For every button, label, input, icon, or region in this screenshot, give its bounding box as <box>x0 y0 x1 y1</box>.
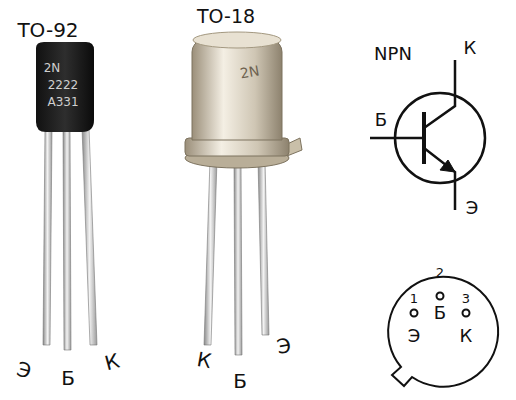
pin-label: Б <box>233 371 247 391</box>
type-label: NPN <box>374 45 412 63</box>
pin-label: Э <box>275 335 292 357</box>
pin-label: К <box>460 327 473 345</box>
pin-label: К <box>464 39 477 57</box>
pinout-view <box>388 277 498 387</box>
pin-label: Э <box>15 359 34 382</box>
pin-label: Б <box>434 304 446 322</box>
pin-label: Б <box>375 111 387 129</box>
pin-number: 1 <box>410 292 418 305</box>
to18-legs <box>204 160 269 355</box>
pin-label: Э <box>408 327 421 345</box>
package-marking: 2N <box>44 62 61 74</box>
to92-body <box>36 42 94 132</box>
pin-number: 3 <box>462 292 470 305</box>
package-marking: 2N <box>239 63 261 80</box>
package-name: TO-18 <box>197 7 255 26</box>
package-name: TO-92 <box>17 20 78 40</box>
package-marking: 2222 <box>48 79 79 91</box>
pin-label: Б <box>61 368 75 388</box>
to92-legs <box>43 128 97 350</box>
package-marking: A331 <box>47 96 78 108</box>
pin-number: 2 <box>436 266 444 279</box>
npn-symbol <box>370 60 485 210</box>
to18-can <box>185 32 302 168</box>
pin-label: Э <box>466 199 479 217</box>
pin-label: К <box>195 349 212 371</box>
pin-label: К <box>103 351 122 374</box>
